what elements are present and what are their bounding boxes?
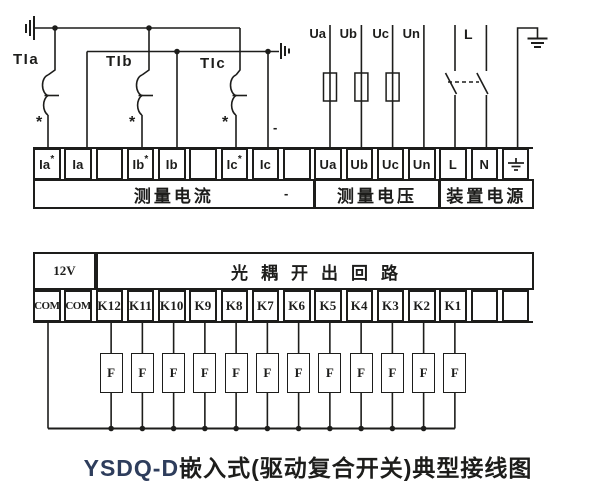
top-terminal-ub: Ub xyxy=(345,148,373,180)
diagram-title-model: YSDQ-D xyxy=(83,455,180,481)
load-box-f-2: F xyxy=(412,353,436,393)
diagram-title-text: 嵌入式(驱动复合开关)典型接线图 xyxy=(179,455,533,481)
line-label-l: L xyxy=(464,26,473,42)
phase-label-ua: Ua xyxy=(309,26,326,41)
top-terminal-ia-star: Ia* xyxy=(33,148,61,180)
bottom-terminal-k5-9: K5 xyxy=(314,290,342,322)
bottom-terminal-k10-4: K10 xyxy=(158,290,186,322)
top-terminal-n: N xyxy=(470,148,498,180)
terminal-group-label-1: 测量电压 xyxy=(314,179,440,209)
top-terminal-ic-star: Ic* xyxy=(220,148,248,180)
bottom-terminal-k9-5: K9 xyxy=(189,290,217,322)
bottom-terminal-com-1: COM xyxy=(64,290,92,322)
bottom-terminal-k1-13: K1 xyxy=(439,290,467,322)
phase-label-uc: Uc xyxy=(372,26,389,41)
bus-junction-dot xyxy=(295,425,302,432)
top-terminal-ua: Ua xyxy=(314,148,342,180)
bottom-terminal-k11-3: K11 xyxy=(126,290,155,322)
load-box-f-10: F xyxy=(162,353,186,393)
phase-label-un: Un xyxy=(402,26,420,41)
top-terminal-ib-star: Ib* xyxy=(126,148,155,180)
bottom-terminal-k3-11: K3 xyxy=(376,290,405,322)
top-terminal-earth xyxy=(501,148,530,180)
earth-icon-left xyxy=(25,16,35,40)
polarity-star-b: * xyxy=(129,114,136,131)
load-box-f-12: F xyxy=(99,353,123,393)
earth-terminal-icon xyxy=(507,157,524,171)
bus-junction-dot xyxy=(358,425,364,432)
load-box-f-1: F xyxy=(443,353,467,393)
load-box-f-8: F xyxy=(224,353,248,393)
top-terminal-ic: Ic xyxy=(251,148,280,180)
output-wires xyxy=(110,320,456,429)
bus-junction-dot xyxy=(139,425,146,432)
earth-icon-mid xyxy=(280,43,290,59)
bottom-terminal-com-0: COM xyxy=(33,290,61,322)
bottom-header-1: 光耦开出回路 xyxy=(95,252,534,290)
top-terminal-ia: Ia xyxy=(64,148,92,180)
bus-junction-dots xyxy=(108,425,427,432)
bus-junction-dot xyxy=(264,425,271,432)
bottom-terminal-k12-2: K12 xyxy=(95,290,123,322)
load-box-f-6: F xyxy=(287,353,311,393)
load-box-f-4: F xyxy=(349,353,373,393)
junction-dot xyxy=(265,48,271,55)
load-box-f-9: F xyxy=(193,353,217,393)
bottom-terminal-k8-6: K8 xyxy=(220,290,248,322)
bottom-terminal-k4-10: K4 xyxy=(345,290,373,322)
minus-mark-upper: - xyxy=(273,120,278,135)
ct-coil-a-icon xyxy=(41,28,59,150)
load-box-f-11: F xyxy=(130,353,154,393)
bus-junction-dot xyxy=(108,425,114,432)
bus-junction-dot xyxy=(233,425,239,432)
top-terminal-blank-5 xyxy=(189,148,217,180)
bottom-terminal-k6-8: K6 xyxy=(283,290,311,322)
junction-dot xyxy=(52,25,58,31)
earth-icon-right xyxy=(516,27,548,150)
phase-label-ub: Ub xyxy=(339,26,357,41)
top-terminal-uc: Uc xyxy=(376,148,405,180)
bus-junction-dot xyxy=(327,425,333,432)
bus-junction-dot xyxy=(170,425,177,432)
terminal-group-label-0: 测量电流 xyxy=(33,179,315,209)
bus-junction-dot xyxy=(202,425,208,432)
bus-junction-dot xyxy=(420,425,427,432)
load-box-f-3: F xyxy=(380,353,404,393)
polarity-star-c: * xyxy=(222,114,229,131)
top-terminal-blank-8 xyxy=(283,148,311,180)
polarity-star-a: * xyxy=(36,114,43,131)
top-terminal-l: L xyxy=(439,148,467,180)
bottom-terminal-k7-7: K7 xyxy=(251,290,280,322)
minus-mark-lower: - xyxy=(284,186,289,201)
junction-dot xyxy=(174,48,180,55)
top-terminal-blank-2 xyxy=(95,148,123,180)
power-switch-icon xyxy=(444,25,489,150)
bottom-terminal-k2-12: K2 xyxy=(408,290,436,322)
ct-coil-b-icon xyxy=(135,28,153,150)
top-terminal-un: Un xyxy=(408,148,436,180)
bottom-header-0: 12V xyxy=(33,252,96,290)
ct-label-tib: TIb xyxy=(106,53,133,70)
ct-coil-c-icon xyxy=(229,28,247,150)
junction-dot xyxy=(146,25,152,31)
load-box-f-7: F xyxy=(255,353,279,393)
load-box-f-5: F xyxy=(318,353,342,393)
bottom-terminal-blank-15 xyxy=(501,290,530,322)
terminal-group-label-2: 装置电源 xyxy=(439,179,534,209)
bus-junction-dot xyxy=(389,425,396,432)
diagram-title: YSDQ-D嵌入式(驱动复合开关)典型接线图 xyxy=(0,449,616,483)
top-terminal-ib: Ib xyxy=(158,148,186,180)
ct-label-tic: TIc xyxy=(200,55,227,72)
bottom-terminal-blank-14 xyxy=(470,290,498,322)
ct-label-tia: TIa xyxy=(13,51,40,68)
